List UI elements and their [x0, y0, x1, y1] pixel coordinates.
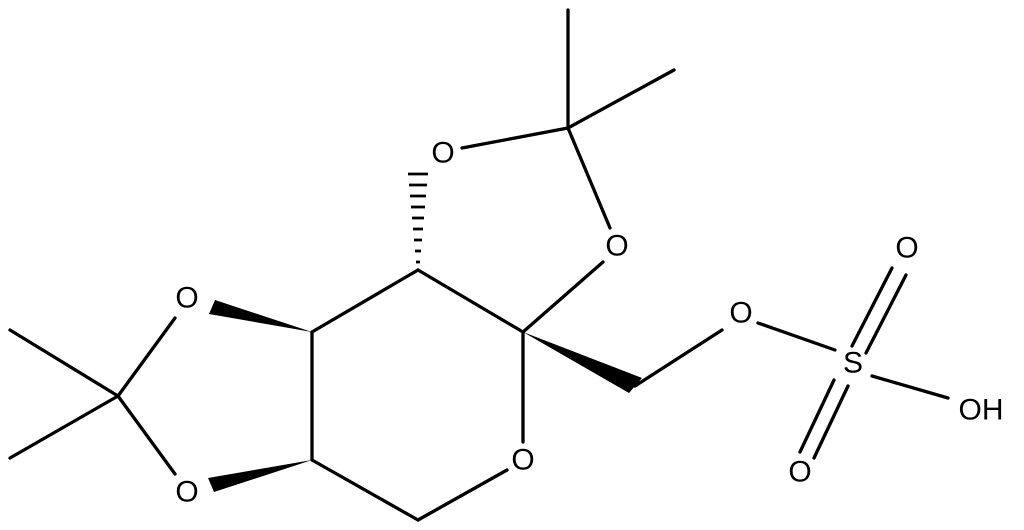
wedge-c-anomeric-ch2 — [523, 332, 642, 393]
bond-s-o-bottom-a — [798, 378, 836, 454]
atom-labels: O O O O O O S O O OH — [175, 137, 1003, 509]
bond-methyl-left-1 — [8, 328, 120, 398]
atom-o-ester: O — [729, 297, 752, 330]
bond-o-left-upper-cme2 — [116, 316, 177, 398]
bond-methyl-top-2 — [566, 68, 676, 130]
bond-o-ester-s — [756, 321, 837, 352]
bond-c-left-lower-ch2 — [310, 458, 420, 522]
atom-o-left-upper: O — [175, 282, 198, 315]
stereo-hash — [408, 172, 428, 264]
bond-s-o-top-b — [864, 273, 908, 355]
bond-methyl-left-2 — [8, 394, 120, 460]
atom-o-top-left: O — [431, 137, 454, 170]
atom-o-left-lower: O — [175, 476, 198, 509]
atom-o-ring: O — [511, 444, 534, 477]
bond-cme2-o-top-left — [460, 126, 570, 150]
stereo-wedges — [208, 300, 642, 492]
atom-o-sulfonyl-top: O — [895, 232, 918, 265]
bond-s-oh — [870, 374, 950, 400]
bond-lines — [8, 8, 950, 522]
bond-s-o-top-a — [850, 266, 894, 348]
bond-c-upper-c-left-upper — [310, 268, 420, 334]
bond-o-left-lower-cme2 — [116, 394, 177, 476]
wedge-c-left-lower-o — [208, 460, 312, 492]
wedge-c-left-upper-o — [209, 300, 312, 332]
bond-c-upper-c-anomeric — [416, 268, 525, 334]
atom-o-top-right: O — [605, 230, 628, 263]
bond-ch2-o-ester — [633, 328, 724, 388]
atom-sulfur: S — [843, 347, 863, 380]
bond-o-top-right-c-anomeric — [521, 260, 605, 334]
bond-cme2-o-top-right — [566, 126, 612, 230]
bond-ch2-o-ring — [416, 468, 509, 522]
bond-s-o-bottom-b — [812, 384, 850, 460]
atom-hydroxyl: OH — [959, 394, 1004, 427]
atom-o-sulfonyl-bottom: O — [788, 456, 811, 489]
